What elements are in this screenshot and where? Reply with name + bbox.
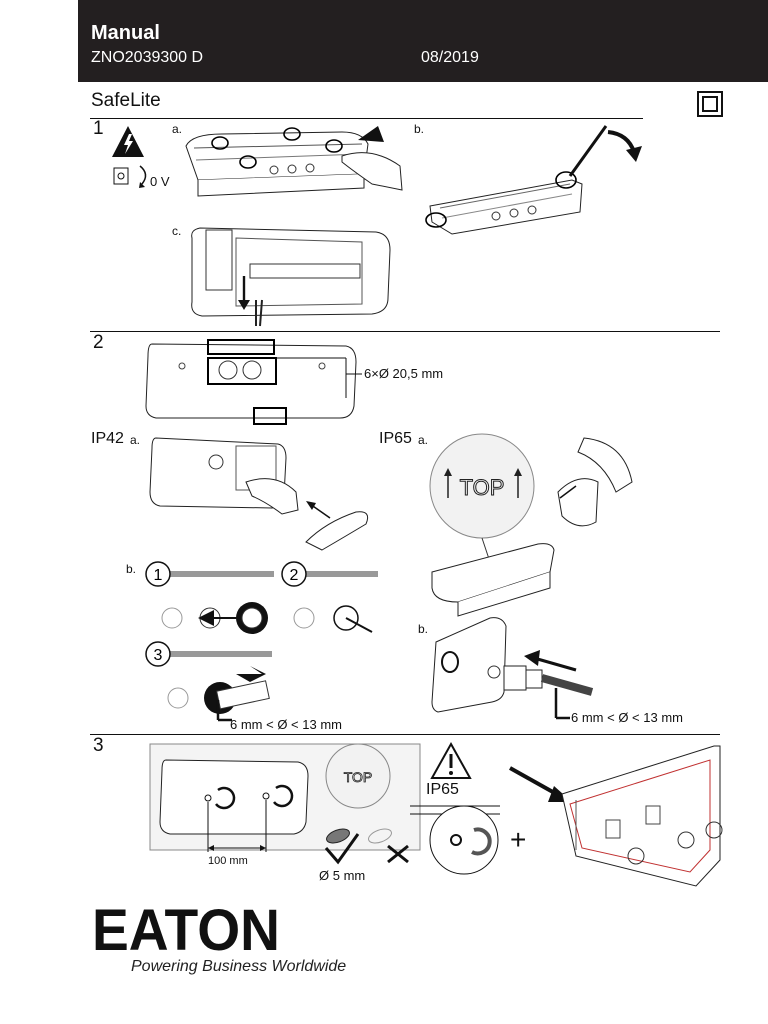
eaton-logo: EATON bbox=[92, 903, 282, 953]
drill-diameter: Ø 5 mm bbox=[319, 868, 366, 883]
knockout-hole-size: 6×Ø 20,5 mm bbox=[364, 366, 444, 381]
electric-hazard-icon bbox=[112, 126, 144, 157]
svg-text:1: 1 bbox=[154, 567, 163, 584]
step-3-number: 3 bbox=[93, 735, 104, 756]
base-knockouts-illustration bbox=[145, 339, 362, 425]
document-header: Manual ZNO2039300 D 08/2019 bbox=[78, 0, 768, 82]
step-1b-label: b. bbox=[414, 122, 425, 136]
ip42-step-1-illustration: 1 bbox=[145, 561, 274, 634]
ip65-cable-diameter: 6 mm < Ø < 13 mm bbox=[571, 710, 683, 725]
disconnect-switch-illustration bbox=[113, 165, 147, 188]
ip42-step-2-illustration: 2 bbox=[281, 561, 378, 633]
svg-text:TOP: TOP bbox=[460, 475, 505, 500]
plus-sign: + bbox=[510, 824, 527, 855]
product-name: SafeLite bbox=[91, 90, 161, 111]
mounting-hole-spacing: 100 mm bbox=[208, 855, 248, 867]
double-insulation-icon bbox=[697, 91, 723, 117]
step-1a-label: a. bbox=[172, 122, 183, 136]
ip42-b-label: b. bbox=[126, 562, 137, 576]
ip42-step-3-illustration: 3 bbox=[145, 641, 272, 722]
document-date: 08/2019 bbox=[421, 49, 479, 66]
ip65-b-label: b. bbox=[418, 622, 429, 636]
svg-text:2: 2 bbox=[290, 567, 299, 584]
brand-tagline: Powering Business Worldwide bbox=[131, 958, 347, 975]
divider-step2 bbox=[90, 331, 720, 332]
step-1c-label: c. bbox=[172, 224, 182, 238]
document-code: ZNO2039300 D bbox=[91, 49, 204, 66]
wall-mount-illustration: TOP bbox=[149, 743, 421, 852]
voltage-label: 0 V bbox=[150, 174, 170, 189]
ip65-cable-gland-illustration bbox=[431, 617, 594, 720]
open-housing-illustration bbox=[185, 126, 403, 197]
wire-connection-illustration bbox=[191, 227, 391, 327]
sealing-screw-illustration bbox=[410, 805, 500, 875]
svg-text:3: 3 bbox=[154, 647, 163, 664]
ip42-cable-diameter: 6 mm < Ø < 13 mm bbox=[230, 717, 342, 732]
step-2-number: 2 bbox=[93, 332, 104, 353]
step-1-number: 1 bbox=[93, 118, 104, 139]
ip42-label: IP42 bbox=[91, 430, 124, 447]
svg-text:TOP: TOP bbox=[344, 769, 373, 785]
housing-seal-illustration bbox=[509, 745, 723, 887]
ip65-top-orientation-illustration: TOP bbox=[429, 433, 633, 617]
screwdriver-open-illustration bbox=[425, 125, 642, 235]
drill-bit-check-icon bbox=[324, 828, 409, 865]
ip42-knockout-illustration bbox=[149, 437, 369, 551]
step-3-ip65-label: IP65 bbox=[426, 781, 459, 798]
divider-top bbox=[90, 118, 643, 119]
caution-triangle-icon bbox=[430, 741, 472, 779]
ip42-a-label: a. bbox=[130, 433, 141, 447]
divider-step3 bbox=[90, 734, 720, 735]
svg-text:EATON: EATON bbox=[92, 903, 280, 953]
ip65-label: IP65 bbox=[379, 430, 412, 447]
document-title: Manual bbox=[91, 22, 160, 44]
ip65-a-label: a. bbox=[418, 433, 429, 447]
